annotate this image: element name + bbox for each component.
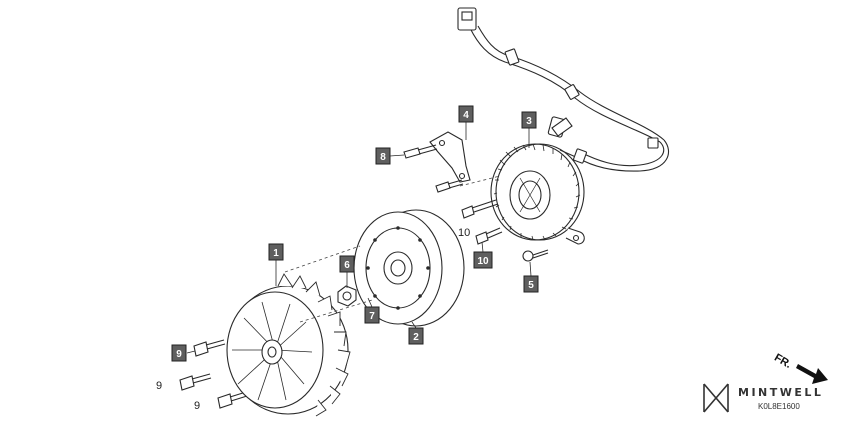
stator-coil — [490, 117, 585, 245]
flywheel-rotor — [353, 209, 465, 327]
callout-3: 3 — [521, 111, 537, 129]
cooling-fan — [226, 273, 351, 417]
svg-text:8: 8 — [380, 152, 386, 163]
logo-text: MINTWELL — [738, 386, 823, 399]
callout-4: 4 — [458, 105, 474, 123]
callout-6: 6 — [339, 255, 355, 273]
label-9-plain-lower: 9 — [194, 400, 200, 412]
leader-lines — [186, 122, 532, 354]
front-arrow-icon: FR. — [772, 352, 828, 384]
svg-text:5: 5 — [528, 280, 534, 291]
svg-text:6: 6 — [344, 260, 350, 271]
logo-mark-icon — [703, 383, 729, 413]
callout-8: 8 — [375, 147, 391, 165]
brand-logo: MINTWELL K0L8E1600 — [703, 383, 823, 413]
svg-text:4: 4 — [463, 110, 469, 121]
assembly-guide-lines — [284, 175, 501, 323]
callout-7: 7 — [364, 306, 380, 324]
callout-2: 2 — [408, 327, 424, 345]
label-10-plain: 10 — [458, 227, 470, 239]
callout-9: 9 — [171, 344, 187, 362]
callout-1: 1 — [268, 243, 284, 261]
drawing-code: K0L8E1600 — [758, 402, 800, 411]
callout-5: 5 — [523, 275, 539, 293]
svg-text:2: 2 — [413, 332, 419, 343]
label-9-plain-upper: 9 — [156, 380, 162, 392]
svg-text:9: 9 — [176, 349, 182, 360]
stator-bracket — [429, 131, 471, 183]
svg-text:1: 1 — [273, 248, 279, 259]
callout-10: 10 — [473, 251, 493, 269]
svg-text:FR.: FR. — [772, 352, 793, 371]
svg-text:3: 3 — [526, 116, 532, 127]
svg-text:7: 7 — [369, 311, 375, 322]
svg-text:10: 10 — [477, 256, 489, 267]
wire-harness — [457, 7, 669, 172]
